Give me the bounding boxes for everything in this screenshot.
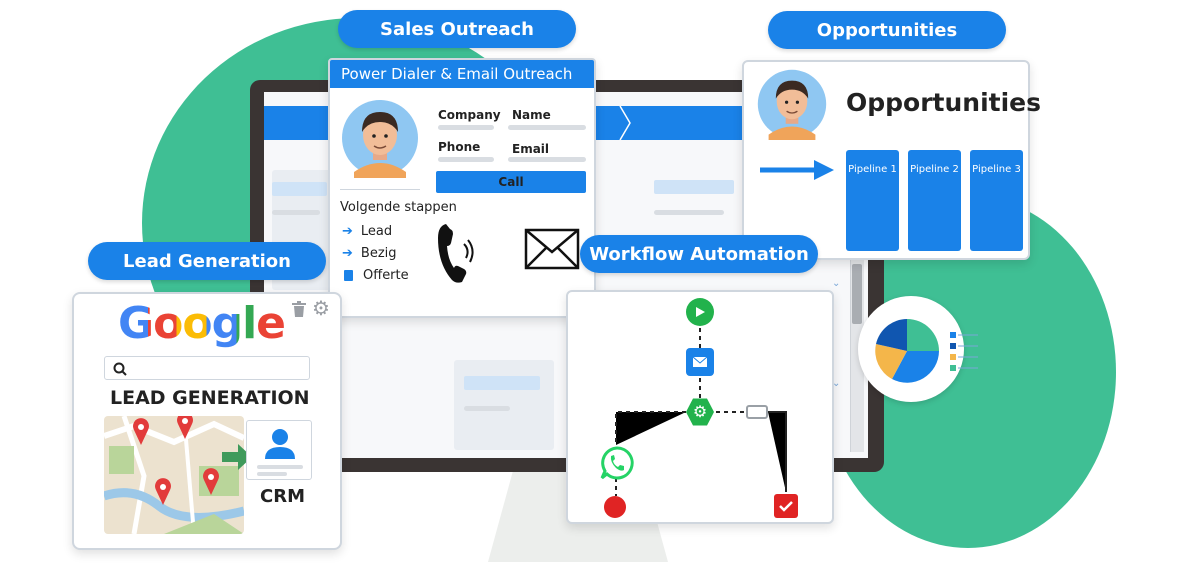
chevron-right-icon [619, 106, 631, 140]
chevron-down-icon[interactable]: ⌄ [832, 278, 841, 289]
pipeline-label: Pipeline 2 [910, 164, 959, 175]
name-label: Name [512, 108, 551, 122]
company-label: Company [438, 108, 501, 122]
arrow-right-icon [760, 160, 834, 180]
avatar [342, 100, 418, 178]
envelope-icon[interactable] [524, 228, 580, 270]
screen-line [464, 406, 510, 411]
company-value [438, 125, 494, 130]
step-label: Offerte [363, 267, 409, 283]
email-icon[interactable] [686, 348, 714, 376]
step-label: Lead [360, 223, 393, 239]
step-item-offerte[interactable]: Offerte [342, 264, 409, 286]
stop-icon[interactable] [604, 496, 626, 518]
arrow-right-icon: ➔ [342, 245, 353, 261]
screen-chip [272, 182, 327, 196]
phone-label: Phone [438, 140, 481, 154]
user-icon [265, 429, 295, 459]
arrow-right-icon: ➔ [342, 223, 353, 239]
google-logo: Google [118, 298, 286, 349]
map-pin-icon[interactable] [132, 418, 150, 446]
dialer-title-bar: Power Dialer & Email Outreach [330, 60, 594, 88]
crm-line [257, 472, 287, 476]
power-dialer-card: Power Dialer & Email Outreach Company Na… [328, 58, 596, 318]
crm-card[interactable] [246, 420, 312, 480]
map-pin-icon[interactable] [154, 478, 172, 506]
search-icon [113, 362, 127, 376]
screen-chip [654, 180, 734, 194]
scrollbar-thumb[interactable] [852, 264, 862, 324]
screen-line [272, 210, 320, 215]
workflow-connectors [615, 328, 787, 496]
crm-label: CRM [260, 486, 305, 507]
avatar [757, 69, 827, 140]
call-button[interactable]: Call [436, 171, 586, 193]
name-value [508, 125, 586, 130]
opportunities-title: Opportunities [846, 88, 1042, 117]
phone-value [438, 157, 494, 162]
chevron-down-icon[interactable]: ⌄ [832, 378, 841, 389]
pipeline-column-2[interactable]: Pipeline 2 [908, 150, 961, 251]
map [104, 416, 244, 534]
workflow-automation-badge: Workflow Automation [580, 235, 818, 273]
next-steps-title: Volgende stappen [340, 200, 457, 215]
condition-node[interactable] [746, 405, 768, 419]
check-icon[interactable] [774, 494, 798, 518]
crm-line [257, 465, 303, 469]
screen-row [454, 360, 554, 450]
play-icon[interactable] [686, 298, 714, 326]
divider [340, 189, 420, 190]
dialer-title: Power Dialer & Email Outreach [341, 65, 573, 83]
step-item-bezig[interactable]: ➔ Bezig [342, 242, 409, 264]
email-value [508, 157, 586, 162]
sales-outreach-badge: Sales Outreach [338, 10, 576, 48]
pipeline-label: Pipeline 1 [848, 164, 897, 175]
call-button-label: Call [498, 175, 524, 189]
opportunities-card: Opportunities Pipeline 1 Pipeline 2 Pipe… [742, 60, 1041, 260]
pie-chart-icon [875, 319, 939, 383]
trash-icon[interactable] [290, 300, 308, 318]
map-pin-icon[interactable] [176, 416, 194, 440]
pipeline-label: Pipeline 3 [972, 164, 1021, 175]
lead-generation-card: Google ⚙ LEAD GENERATION CRM [72, 292, 342, 550]
pipeline-column-3[interactable]: Pipeline 3 [970, 150, 1023, 251]
google-logo-text: Google [118, 298, 286, 349]
search-input[interactable] [104, 356, 310, 380]
lead-generation-badge: Lead Generation [88, 242, 326, 280]
screen-line [654, 210, 724, 215]
step-label: Bezig [360, 245, 397, 261]
phone-icon[interactable] [434, 220, 480, 286]
opportunities-badge: Opportunities [768, 11, 1006, 49]
arrow-right-icon [222, 444, 252, 470]
document-icon [344, 269, 353, 281]
gear-icon[interactable]: ⚙ [312, 298, 330, 320]
next-steps-list: ➔ Lead ➔ Bezig Offerte [342, 220, 409, 286]
email-label: Email [512, 142, 550, 156]
map-pin-icon[interactable] [202, 468, 220, 496]
screen-chip [464, 376, 540, 390]
step-item-lead[interactable]: ➔ Lead [342, 220, 409, 242]
legend-icon [950, 332, 978, 371]
lead-generation-heading: LEAD GENERATION [110, 387, 310, 409]
whatsapp-icon[interactable] [600, 446, 634, 480]
gear-icon[interactable]: ⚙ [686, 398, 714, 426]
pipeline-column-1[interactable]: Pipeline 1 [846, 150, 899, 251]
